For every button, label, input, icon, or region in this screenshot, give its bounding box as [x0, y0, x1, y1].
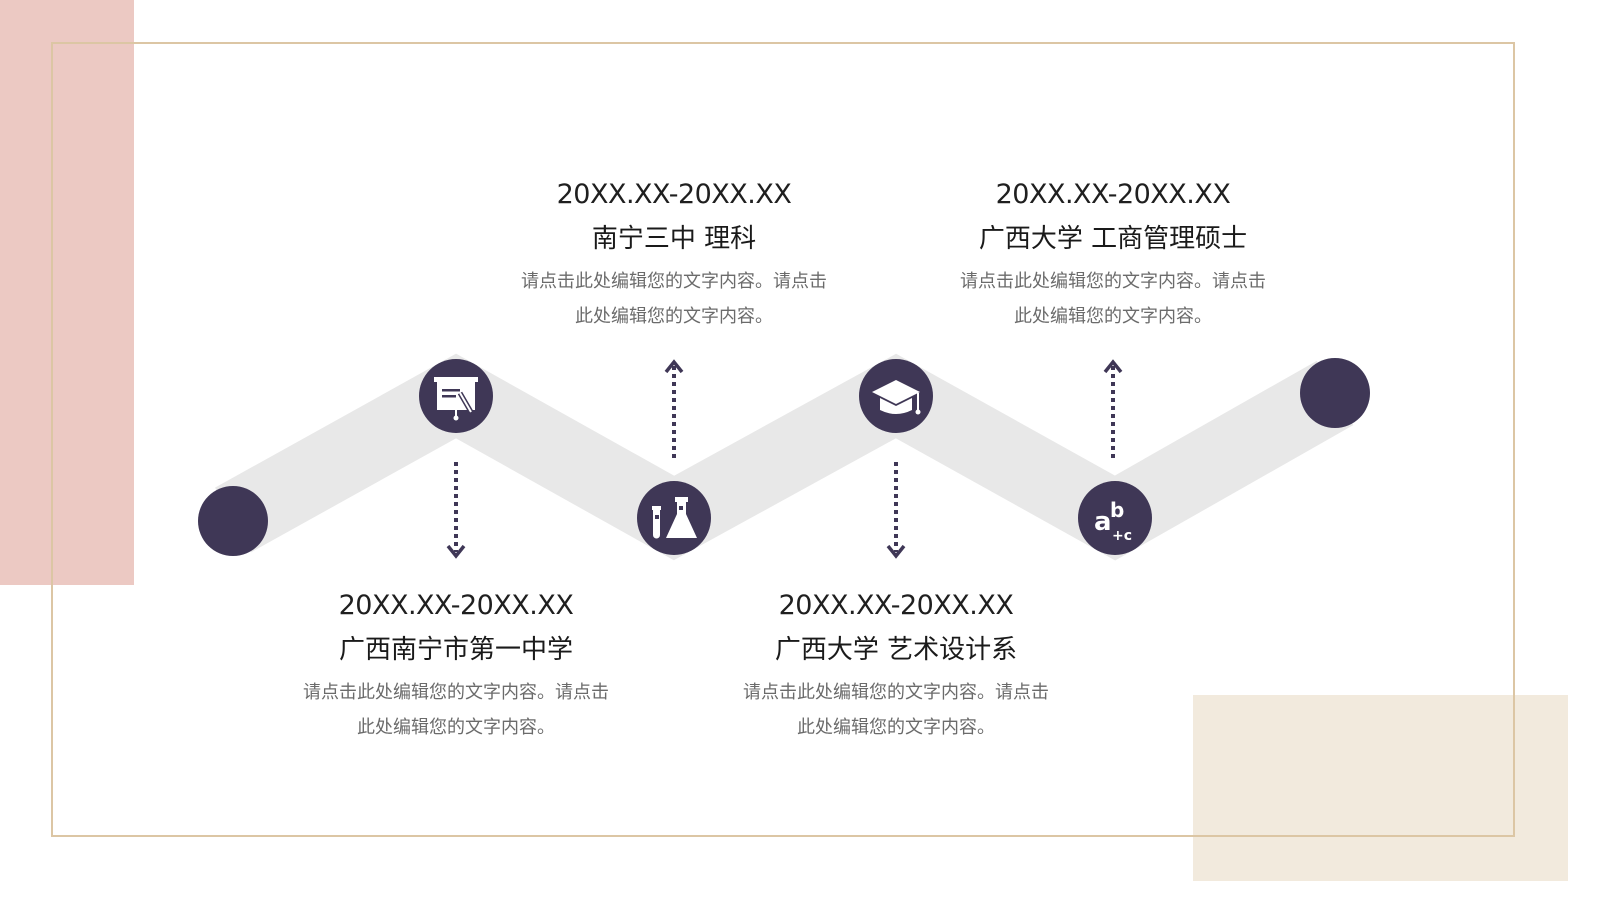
svg-text:+c: +c: [1112, 528, 1132, 544]
timeline-node-4: a b +c: [1078, 481, 1152, 555]
entry-date: 20XX.XX-20XX.XX: [995, 179, 1231, 210]
timeline-entry-2: 20XX.XX-20XX.XX 南宁三中 理科 请点击此处编辑您的文字内容。请点…: [494, 178, 854, 334]
entry-title: 广西南宁市第一中学: [338, 635, 573, 665]
entry-description[interactable]: 请点击此处编辑您的文字内容。请点击此处编辑您的文字内容。: [743, 682, 1049, 738]
timeline-node-1: [419, 359, 493, 433]
entry-description[interactable]: 请点击此处编辑您的文字内容。请点击此处编辑您的文字内容。: [960, 271, 1266, 327]
entry-title: 广西大学 艺术设计系: [774, 635, 1018, 665]
decorative-pink-block: [0, 0, 134, 585]
entry-description[interactable]: 请点击此处编辑您的文字内容。请点击此处编辑您的文字内容。: [521, 271, 827, 327]
svg-text:b: b: [1110, 498, 1124, 522]
timeline-entry-4: 20XX.XX-20XX.XX 广西大学 工商管理硕士 请点击此处编辑您的文字内…: [933, 178, 1293, 334]
entry-date: 20XX.XX-20XX.XX: [778, 590, 1014, 621]
timeline-node-2: [637, 481, 711, 555]
entry-date: 20XX.XX-20XX.XX: [556, 179, 792, 210]
timeline-band: [215, 353, 1354, 561]
timeline-start-node: [198, 486, 268, 556]
timeline-entry-3: 20XX.XX-20XX.XX 广西大学 艺术设计系 请点击此处编辑您的文字内容…: [716, 589, 1076, 745]
arrow-down-3: [886, 462, 906, 559]
entry-title: 南宁三中 理科: [591, 224, 757, 254]
entry-title: 广西大学 工商管理硕士: [978, 224, 1248, 254]
svg-text:a: a: [1094, 507, 1112, 537]
arrow-up-2: [664, 359, 684, 458]
flask-test-tube-icon: [652, 497, 697, 539]
timeline-node-3: [859, 359, 933, 433]
entry-description[interactable]: 请点击此处编辑您的文字内容。请点击此处编辑您的文字内容。: [303, 682, 609, 738]
decorative-beige-block: [1193, 695, 1568, 881]
abc-icon: a b +c: [1094, 498, 1132, 544]
arrow-up-4: [1103, 359, 1123, 458]
timeline-entry-1: 20XX.XX-20XX.XX 广西南宁市第一中学 请点击此处编辑您的文字内容。…: [276, 589, 636, 745]
gold-frame: [51, 42, 1515, 837]
entry-date: 20XX.XX-20XX.XX: [338, 590, 574, 621]
timeline-end-node: [1300, 358, 1370, 428]
presentation-board-icon: [434, 377, 478, 421]
arrow-down-1: [446, 462, 466, 559]
graduation-cap-icon: [872, 380, 921, 415]
